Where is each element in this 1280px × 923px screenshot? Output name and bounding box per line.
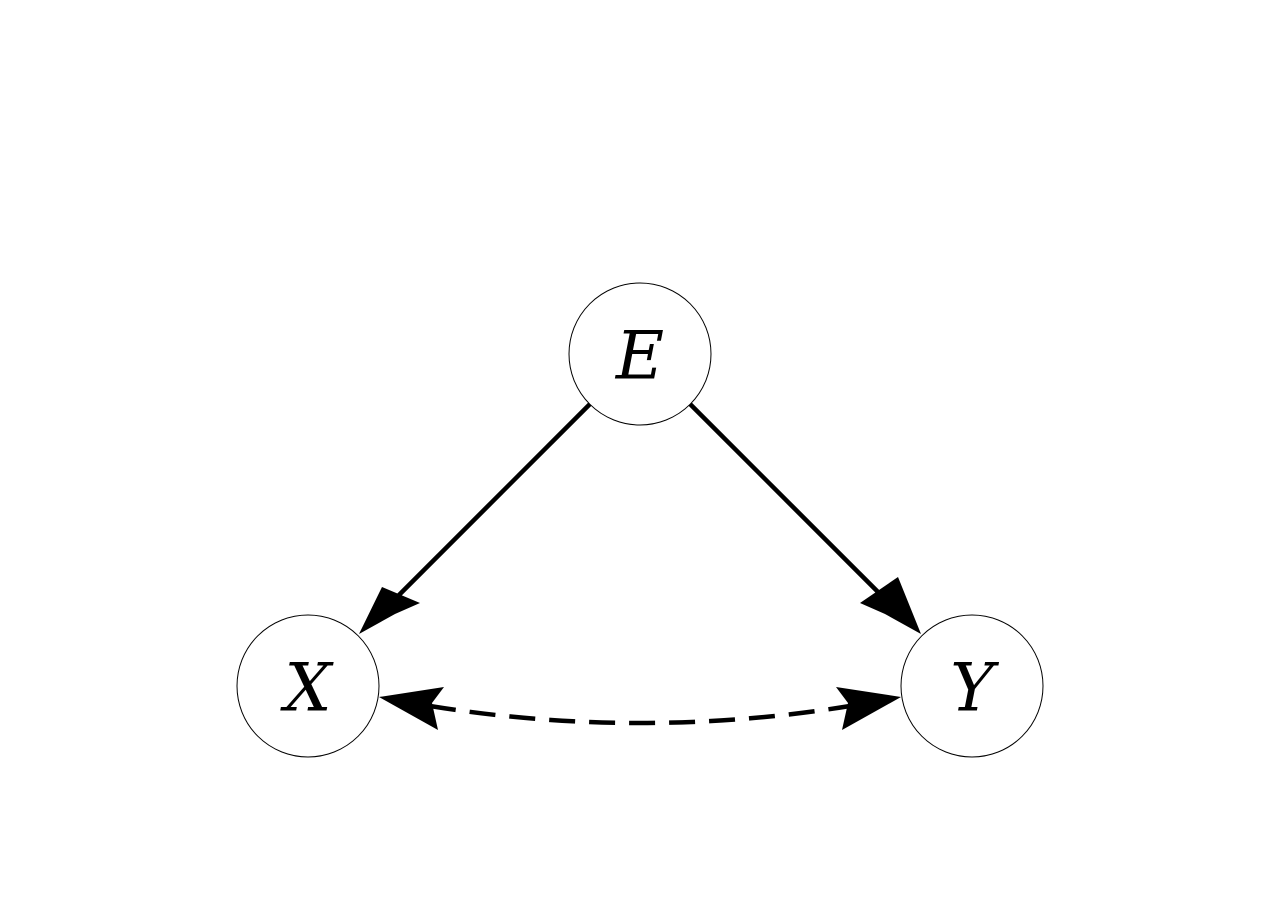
edge-e-to-y-arrowhead: [860, 577, 921, 634]
edge-e-to-y-line: [688, 402, 888, 602]
edge-e-to-x: [359, 402, 592, 634]
node-y-circle: [900, 614, 1044, 758]
edge-x-y-bidirectional: [379, 687, 901, 730]
edge-e-to-x-line: [392, 402, 592, 602]
edge-e-to-y: [688, 402, 921, 634]
node-x-label: X: [280, 650, 335, 727]
node-e-circle: [568, 282, 712, 426]
node-e-label: E: [615, 318, 664, 395]
edge-e-to-x-arrowhead: [359, 587, 420, 634]
node-y: Y: [900, 614, 1044, 758]
edge-x-y-arrowhead-right: [836, 687, 901, 730]
node-x-circle: [236, 614, 380, 758]
node-e: E: [568, 282, 712, 426]
node-y-label: Y: [950, 650, 999, 727]
edge-x-y-dashed-curve: [429, 703, 851, 726]
node-x: X: [236, 614, 380, 758]
edge-x-y-arrowhead-left: [379, 687, 444, 730]
